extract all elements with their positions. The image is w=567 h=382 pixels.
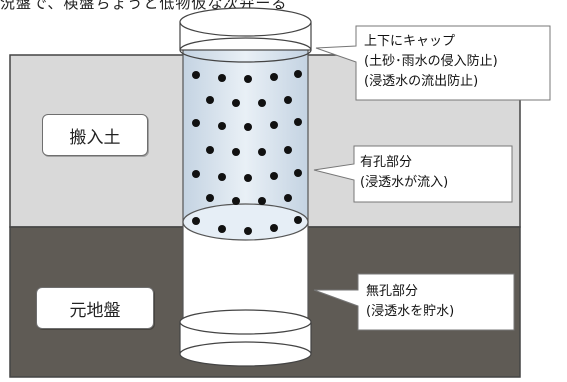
label-hannyu-soil: 搬入土 xyxy=(42,114,148,156)
callout-cap-line3: (浸透水の流出防止) xyxy=(364,74,479,89)
callout-cap-line2: (土砂･雨水の侵入防止) xyxy=(364,54,498,69)
callout-perforated-line2: (浸透水が流入) xyxy=(360,175,449,190)
section-boundary xyxy=(182,203,309,241)
callout-cap-text: 上下にキャップ (土砂･雨水の侵入防止) (浸透水の流出防止) xyxy=(364,32,498,92)
callout-solid-text: 無孔部分 (浸透水を貯水) xyxy=(366,282,454,322)
callout-solid-bubble xyxy=(313,273,515,331)
bottom-cap-base xyxy=(179,341,312,367)
label-original-ground: 元地盤 xyxy=(36,287,154,329)
perforation-holes xyxy=(192,70,302,235)
callout-perforated-line1: 有孔部分 xyxy=(360,155,413,170)
callout-perforated-bubble xyxy=(313,145,513,203)
callout-solid-line2: (浸透水を貯水) xyxy=(366,304,455,319)
pipe-perforated-section xyxy=(182,39,309,223)
callout-perforated-text: 有孔部分 (浸透水が流入) xyxy=(360,153,448,193)
callout-cap-line1: 上下にキャップ xyxy=(364,34,456,49)
callout-solid-line1: 無孔部分 xyxy=(366,284,419,299)
callout-cap-bubble xyxy=(315,25,551,101)
top-cap-rim xyxy=(179,37,312,63)
bottom-cap-top xyxy=(179,309,312,335)
top-cap-lid xyxy=(179,7,312,37)
